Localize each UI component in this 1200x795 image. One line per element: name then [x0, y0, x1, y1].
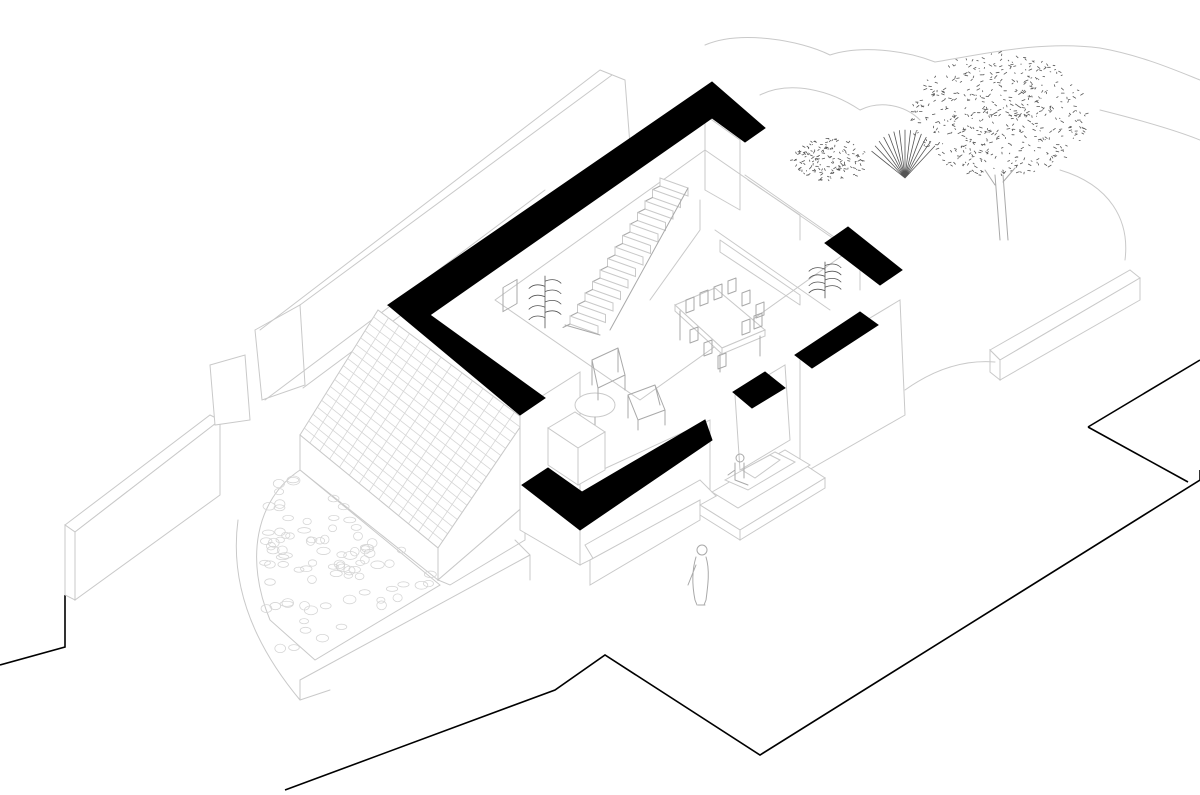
left-retaining-wall — [64, 69, 631, 601]
cut-wall-south-west — [521, 419, 713, 531]
pebble-garden-terrace — [235, 469, 531, 701]
indoor-plant-right — [808, 261, 842, 299]
cut-wall-west — [387, 304, 546, 416]
site-ground-line-front — [284, 470, 1200, 791]
seated-person — [727, 453, 749, 486]
shrub-spiky — [871, 129, 936, 179]
site-ground-line-right-step — [1087, 426, 1189, 483]
cut-wall-east-upper — [824, 226, 903, 286]
staircase — [562, 177, 701, 336]
dining-table — [674, 277, 766, 373]
indoor-plant-left — [528, 275, 562, 329]
lounge-furniture — [574, 347, 666, 441]
site-ground-line — [0, 595, 66, 666]
shrub-left — [790, 138, 866, 182]
background-hills — [704, 37, 1200, 141]
standing-person — [687, 544, 709, 606]
tree — [910, 51, 1089, 241]
cut-wall-entrance — [732, 371, 786, 409]
right-retaining-wall — [904, 169, 1141, 391]
wall-picture — [502, 278, 518, 313]
entrance-steps — [699, 449, 826, 541]
cabinet-box — [547, 411, 606, 486]
cut-walls — [386, 81, 903, 531]
cut-wall-east-lower — [794, 311, 879, 369]
site-ground-line-right — [1087, 359, 1200, 428]
